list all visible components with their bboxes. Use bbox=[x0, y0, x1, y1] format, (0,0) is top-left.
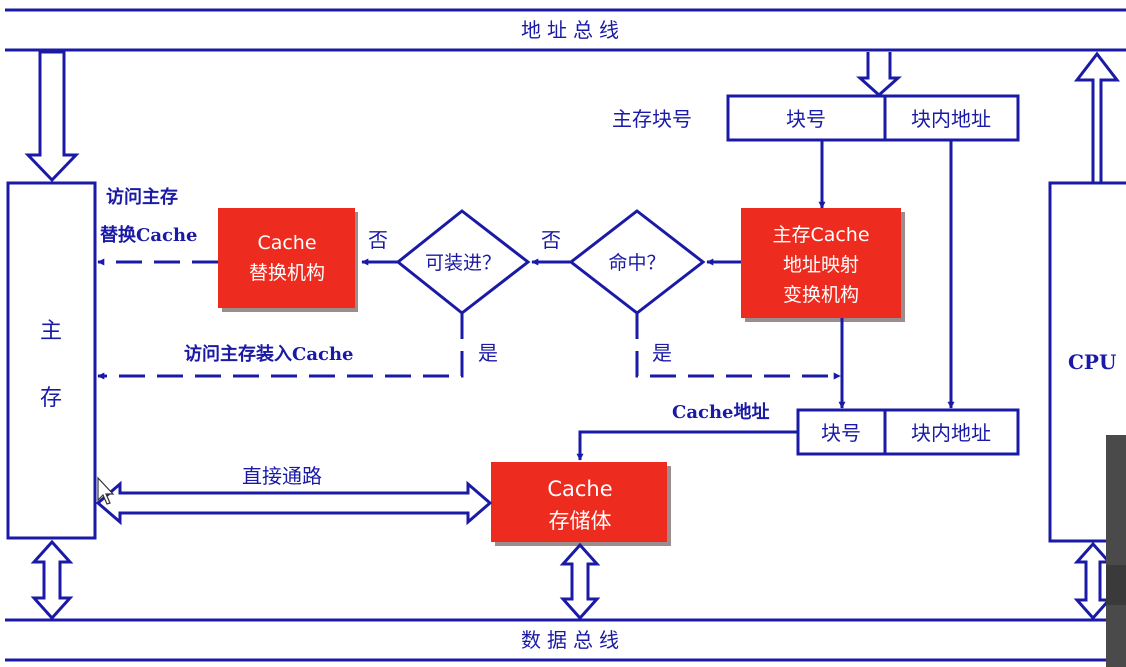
main-memory-rect bbox=[6, 181, 97, 540]
mapping-unit-box: 主存Cache 地址映射 变换机构 bbox=[741, 208, 905, 322]
replace-unit-box: Cache 替换机构 bbox=[218, 208, 358, 312]
replace-note-line1: 访问主存 bbox=[106, 186, 178, 208]
photo-edge-detail bbox=[1106, 565, 1126, 605]
main-address-rect bbox=[726, 94, 1020, 142]
cache-store-line1: Cache bbox=[547, 477, 612, 501]
mapping-unit-line2: 地址映射 bbox=[783, 254, 859, 276]
mapping-unit-rect bbox=[741, 208, 901, 318]
photo-edge bbox=[1106, 435, 1126, 667]
cache-store-line2: 存储体 bbox=[549, 509, 612, 533]
cache-store-rect bbox=[491, 462, 667, 542]
main-memory-box: 主 存 bbox=[6, 181, 97, 540]
double-arrow-icon bbox=[559, 542, 601, 621]
mapping-unit-line3: 变换机构 bbox=[783, 284, 859, 306]
data-bus: 数据总线 bbox=[5, 618, 1110, 662]
hit-yes-label: 是 bbox=[652, 341, 672, 365]
address-bus: 地址总线 bbox=[5, 8, 1126, 52]
replace-unit-line2: 替换机构 bbox=[249, 262, 325, 284]
hit-no-label: 否 bbox=[541, 228, 561, 252]
hit-label: 命中？ bbox=[608, 252, 665, 274]
replace-unit-rect bbox=[218, 208, 355, 308]
main-address-register: 块号 块内地址 bbox=[726, 94, 1020, 142]
load-no-label: 否 bbox=[368, 228, 388, 252]
hollow-down-arrow-icon bbox=[24, 50, 80, 183]
hollow-down-arrow-icon bbox=[856, 52, 902, 98]
hollow-up-arrow-icon bbox=[1073, 51, 1121, 182]
cache-store-box: Cache 存储体 bbox=[491, 462, 671, 546]
double-arrow-icon bbox=[1073, 541, 1113, 621]
load-decision: 可装进？ bbox=[395, 209, 531, 315]
cpu-label: CPU bbox=[1068, 350, 1116, 374]
address-bus-label: 地址总线 bbox=[521, 18, 625, 42]
cache-address-offset-field: 块内地址 bbox=[911, 421, 991, 445]
main-memory-label-1: 主 bbox=[40, 319, 62, 344]
data-bus-label: 数据总线 bbox=[521, 628, 625, 652]
main-address-label: 主存块号 bbox=[612, 107, 692, 131]
cursor-icon bbox=[97, 476, 115, 505]
main-address-offset-field: 块内地址 bbox=[911, 107, 991, 131]
load-yes-label: 是 bbox=[478, 341, 498, 365]
main-address-block-field: 块号 bbox=[786, 107, 826, 131]
direct-path-label: 直接通路 bbox=[242, 464, 322, 488]
cache-address-to-store-arrow bbox=[576, 430, 798, 461]
double-arrow-icon bbox=[30, 539, 74, 621]
load-yes-dashed-arrow bbox=[97, 313, 464, 380]
cache-address-label: Cache地址 bbox=[672, 401, 770, 423]
double-arrow-icon bbox=[95, 480, 493, 526]
cache-address-register: 块号 块内地址 bbox=[796, 408, 1020, 456]
hit-decision: 命中？ bbox=[568, 209, 706, 315]
main-memory-label-2: 存 bbox=[40, 386, 62, 411]
load-note: 访问主存装入Cache bbox=[184, 343, 354, 365]
mapping-unit-line1: 主存Cache bbox=[772, 224, 869, 246]
cache-address-block-field: 块号 bbox=[821, 421, 861, 445]
replace-unit-line1: Cache bbox=[257, 232, 316, 254]
load-label: 可装进？ bbox=[425, 252, 501, 274]
hit-yes-dashed-arrow bbox=[635, 313, 841, 380]
replace-note-line2: 替换Cache bbox=[100, 224, 198, 246]
